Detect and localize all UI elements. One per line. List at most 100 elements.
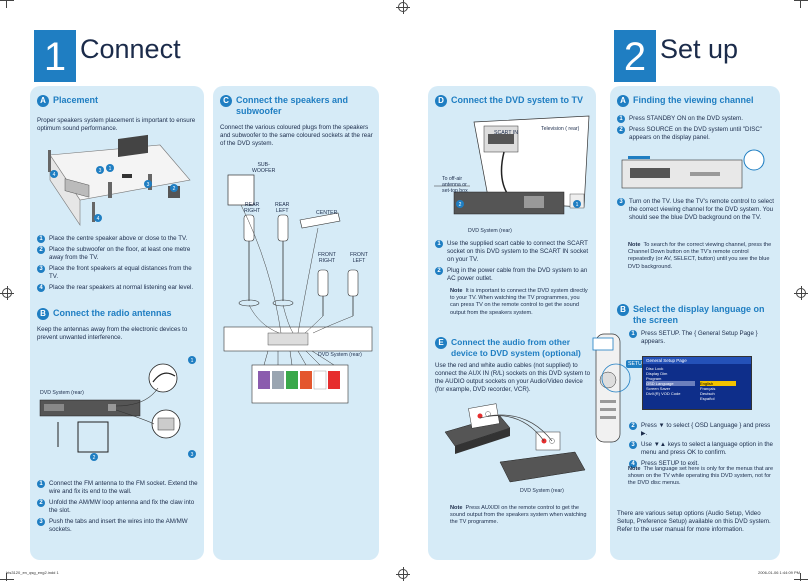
svg-text:4: 4 — [97, 216, 100, 222]
svg-text:1: 1 — [191, 358, 194, 364]
svg-text:4: 4 — [53, 172, 56, 178]
antenna-label: To off-air antenna or set-top box — [442, 176, 468, 194]
section-heading-placement: A Placement — [37, 95, 98, 107]
panel-speakers — [213, 86, 379, 560]
menu-body: Disc Lock Display Dim Program OSD Langua… — [643, 364, 751, 401]
section-badge: C — [220, 95, 232, 107]
section-badge: E — [435, 337, 447, 349]
menu-item[interactable]: OSD Language — [646, 381, 695, 386]
setup-menu-screen: General Setup Page Disc Lock Display Dim… — [642, 356, 752, 410]
tv-label: Television ( rear) — [541, 126, 580, 132]
section-badge: A — [37, 95, 49, 107]
language-outro: There are various setup options (Audio S… — [617, 510, 771, 533]
crop-mark — [0, 0, 14, 8]
label-center: CENTER — [316, 210, 338, 216]
device-label: DVD System (rear) — [520, 488, 564, 494]
label-rear-right: REAR RIGHT — [244, 202, 261, 214]
dvd-front-panel-illustration — [621, 149, 765, 189]
svg-text:2: 2 — [173, 186, 176, 192]
crop-mark — [794, 573, 808, 581]
antenna-illustration: 1 2 3 — [39, 356, 196, 461]
label-front-left: FRONT LEFT — [350, 252, 368, 264]
section-badge: A — [617, 95, 629, 107]
label-front-right: FRONT RIGHT — [318, 252, 336, 264]
audio-connection-illustration — [444, 403, 586, 483]
section-badge: D — [435, 95, 447, 107]
connect-tv-note: Note It is important to connect the DVD … — [450, 288, 588, 316]
section-title: Connect the DVD system to TV — [451, 95, 584, 105]
device-label: DVD System (rear) — [40, 390, 84, 396]
antennas-intro: Keep the antennas away from the electron… — [37, 326, 188, 341]
device-label: DVD System (rear) — [468, 228, 512, 234]
footer-left: hts3120_en_qsg_eng2.indd 1 — [6, 570, 59, 575]
menu-item[interactable]: Program — [646, 376, 662, 381]
menu-option[interactable]: Deutsch — [700, 391, 715, 396]
menu-items: Disc Lock Display Dim Program OSD Langua… — [643, 364, 698, 401]
registration-mark — [0, 286, 14, 300]
placement-intro: Proper speakers system placement is impo… — [37, 117, 196, 132]
crop-mark — [0, 573, 14, 581]
setup-button-label: SETUP — [626, 360, 648, 368]
scart-label: SCART IN — [494, 130, 519, 136]
section-title: Placement — [53, 95, 99, 105]
section-title: Finding the viewing channel — [633, 95, 754, 105]
footer-right: 2006-01-06 1:44:09 PM — [757, 570, 800, 575]
page-title: Connect — [80, 34, 181, 64]
language-note: Note The language set here is only for t… — [628, 466, 774, 487]
menu-option[interactable]: Français — [700, 386, 716, 391]
section-title: Connect the audio from other device to D… — [451, 337, 581, 358]
viewing-note: Note To search for the correct viewing c… — [628, 242, 772, 270]
room-placement-illustration: 4 3 1 3 2 4 — [48, 134, 191, 226]
menu-item[interactable]: Disc Lock — [646, 366, 664, 371]
menu-option[interactable]: Español — [700, 396, 715, 401]
svg-text:3: 3 — [191, 452, 194, 458]
registration-mark — [396, 0, 410, 14]
section-heading-viewing: A Finding the viewing channel — [617, 95, 754, 107]
menu-option[interactable]: English — [700, 381, 736, 386]
crop-mark — [794, 0, 808, 8]
section-title: Connect the radio antennas — [53, 308, 172, 318]
page-title: Set up — [660, 34, 739, 64]
menu-title: General Setup Page — [643, 357, 751, 364]
connect-audio-note: Note Press AUX/DI on the remote control … — [450, 505, 587, 526]
section-title: Connect the speakers and subwoofer — [236, 95, 349, 116]
svg-text:2: 2 — [459, 202, 462, 208]
svg-text:3: 3 — [99, 168, 102, 174]
remote-control-illustration — [592, 333, 631, 443]
svg-text:1: 1 — [109, 166, 112, 172]
section-heading-connect-audio: E Connect the audio from other device to… — [435, 337, 591, 359]
menu-item[interactable]: Screen Saver — [646, 386, 671, 391]
section-heading-speakers: C Connect the speakers and subwoofer — [220, 95, 370, 117]
section-number: 2 — [614, 30, 656, 82]
section-title: Select the display language on the scree… — [633, 304, 765, 325]
svg-text:2: 2 — [93, 455, 96, 461]
menu-item[interactable]: Display Dim — [646, 371, 668, 376]
menu-item[interactable]: DivX(R) VOD Code — [646, 391, 681, 396]
device-label: DVD System (rear) — [318, 352, 362, 358]
registration-mark — [794, 286, 808, 300]
section-heading-language: B Select the display language on the scr… — [617, 304, 775, 326]
svg-text:3: 3 — [147, 182, 150, 188]
section-heading-connect-tv: D Connect the DVD system to TV — [435, 95, 583, 107]
